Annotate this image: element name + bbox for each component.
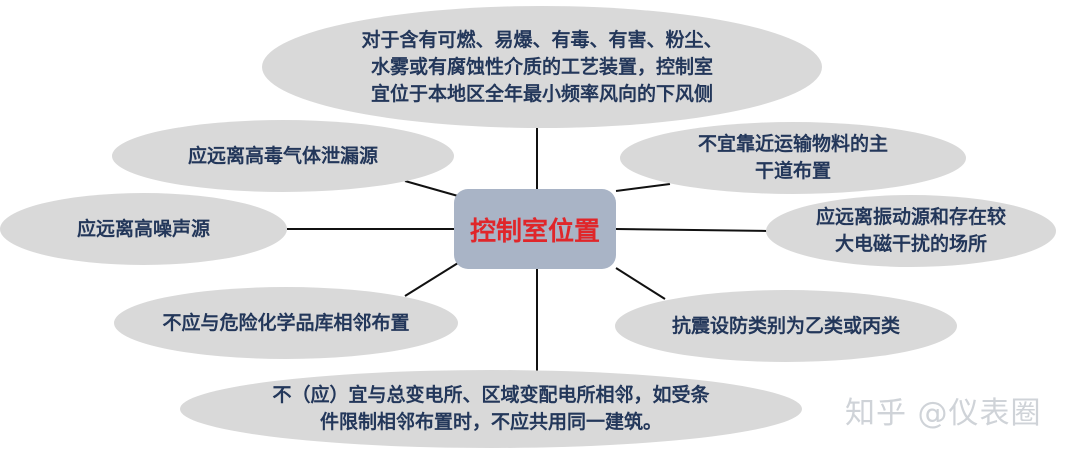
watermark: 知乎 @仪表圈 [845, 396, 1042, 431]
node-bottom: 不（应）宜与总变电所、区域变配电所相邻，如受条 件限制相邻布置时，不应共用同一建… [180, 370, 802, 448]
center-node: 控制室位置 [454, 189, 616, 269]
node-upper-left: 应远离高毒气体泄漏源 [112, 120, 454, 192]
center-label: 控制室位置 [469, 216, 600, 247]
node-top-text: 对于含有可燃、易爆、有毒、有害、粉尘、 水雾或有腐蚀性介质的工艺装置，控制室 宜… [361, 28, 723, 105]
node-mid-left-text: 应远离高噪声源 [76, 217, 210, 240]
node-mid-right: 应远离振动源和存在较 大电磁干扰的场所 [766, 195, 1056, 267]
node-lower-left: 不应与危险化学品库相邻布置 [114, 287, 458, 359]
node-upper-right: 不宜靠近运输物料的主 干道布置 [620, 122, 966, 194]
node-top: 对于含有可燃、易爆、有毒、有害、粉尘、 水雾或有腐蚀性介质的工艺装置，控制室 宜… [262, 6, 822, 128]
node-bottom-text: 不（应）宜与总变电所、区域变配电所相邻，如受条 件限制相邻布置时，不应共用同一建… [272, 384, 710, 433]
node-lower-left-text: 不应与危险化学品库相邻布置 [162, 311, 410, 334]
node-lower-right-text: 抗震设防类别为乙类或丙类 [671, 314, 900, 337]
node-upper-right-text: 不宜靠近运输物料的主 干道布置 [697, 133, 888, 182]
node-mid-left: 应远离高噪声源 [0, 193, 287, 265]
node-lower-right: 抗震设防类别为乙类或丙类 [615, 290, 957, 362]
node-upper-left-text: 应远离高毒气体泄漏源 [187, 144, 378, 167]
node-mid-right-text: 应远离振动源和存在较 大电磁干扰的场所 [815, 206, 1006, 255]
